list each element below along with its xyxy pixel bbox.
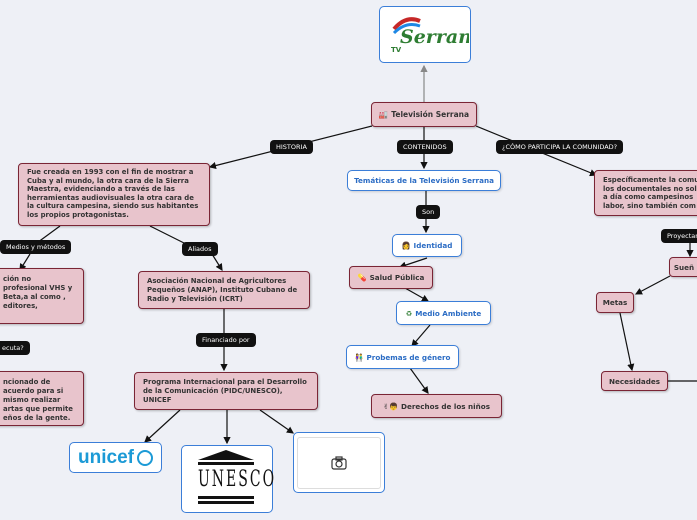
serrana-logo-box[interactable]: Serrana TV [379,6,484,63]
children-icon: ✌👦 [383,401,398,411]
pill-icon: 💊 [357,273,367,282]
unicef-logo: unicef [78,446,134,468]
people-icon: 👫 [354,352,364,362]
unesco-logo [198,450,254,504]
medio-ambiente-node[interactable]: ♻ Medio Ambiente [396,301,491,325]
asociacion-node[interactable]: Asociación Nacional de Agricultores Pequ… [138,271,310,309]
metas-node[interactable]: Metas [596,292,634,313]
unesco-logo-box[interactable]: UNESCO [181,445,277,513]
pill-son[interactable]: Son [416,205,441,219]
logo-text: Serrana [400,26,469,48]
pill-financiado[interactable]: Financiado por [196,333,256,347]
pill-proyectan[interactable]: Proyectan [661,229,697,243]
root-node[interactable]: 🏭 Televisión Serrana [371,102,477,127]
unicef-logo-box[interactable]: unicef [69,442,162,473]
medio-ambiente-label: Medio Ambiente [415,308,482,318]
pill-contenidos[interactable]: CONTENIDOS [397,140,453,154]
camera-icon [331,455,347,470]
participa-node[interactable]: Específicamente la comu los documentales… [594,170,697,216]
building-icon: 🏭 [378,110,389,119]
pill-medios[interactable]: Medios y métodos [0,240,72,254]
unesco-logo-text: UNESCO [198,467,277,493]
salud-node[interactable]: 💊 Salud Pública [349,266,433,289]
image-placeholder[interactable] [293,432,385,493]
derechos-label: Derechos de los niños [401,401,490,411]
ejecuta-node[interactable]: ncionado de acuerdo para si mismo realiz… [0,371,84,426]
pill-ejecuta[interactable]: ecuta? [0,341,30,355]
identidad-node[interactable]: 👩 Identidad [392,234,462,257]
pill-historia[interactable]: HISTORIA [270,140,313,154]
person-icon: 👩 [401,241,411,250]
suenos-node[interactable]: Sueñ [669,257,697,277]
pill-aliados[interactable]: Aliados [182,242,218,256]
root-label: Televisión Serrana [391,110,470,119]
salud-label: Salud Pública [369,273,425,282]
recycle-icon: ♻ [405,308,413,318]
pill-participa[interactable]: ¿CÓMO PARTICIPA LA COMUNIDAD? [496,140,624,154]
problemas-label: Probemas de género [366,352,451,362]
programa-node[interactable]: Programa Internacional para el Desarroll… [134,372,318,410]
problemas-node[interactable]: 👫 Probemas de género [346,345,459,369]
tv-serrana-logo: Serrana TV [391,17,484,54]
historia-node[interactable]: Fue creada en 1993 con el fin de mostrar… [18,163,210,226]
unicef-globe-icon [136,449,153,466]
tematicas-node[interactable]: Temáticas de la Televisión Serrana [347,170,501,191]
identidad-label: Identidad [413,241,453,250]
necesidades-node[interactable]: Necesidades [601,371,668,391]
logo-sub: TV [391,46,402,54]
medios-node[interactable]: ción no profesional VHS y Beta,a al como… [0,268,84,324]
derechos-node[interactable]: ✌👦 Derechos de los niños [371,394,502,418]
